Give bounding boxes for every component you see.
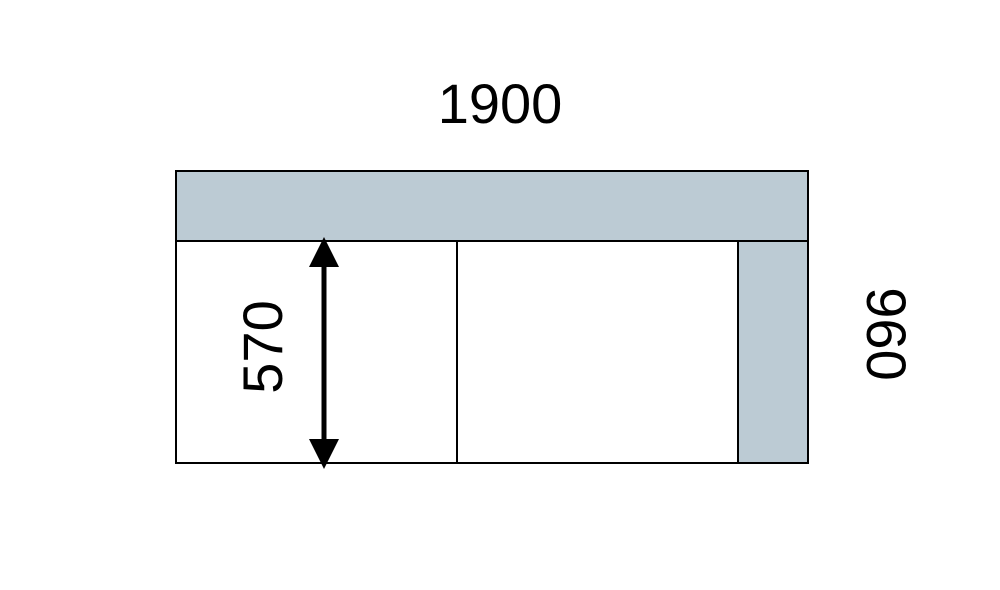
armrest-right xyxy=(737,240,809,464)
seat-depth-label: 570 xyxy=(231,300,294,393)
seat-cushion-right xyxy=(456,240,739,464)
depth-dimension-label: 960 xyxy=(855,287,918,380)
seat-cushion-left xyxy=(175,240,458,464)
backrest xyxy=(175,170,809,242)
width-dimension-label: 1900 xyxy=(438,72,563,135)
